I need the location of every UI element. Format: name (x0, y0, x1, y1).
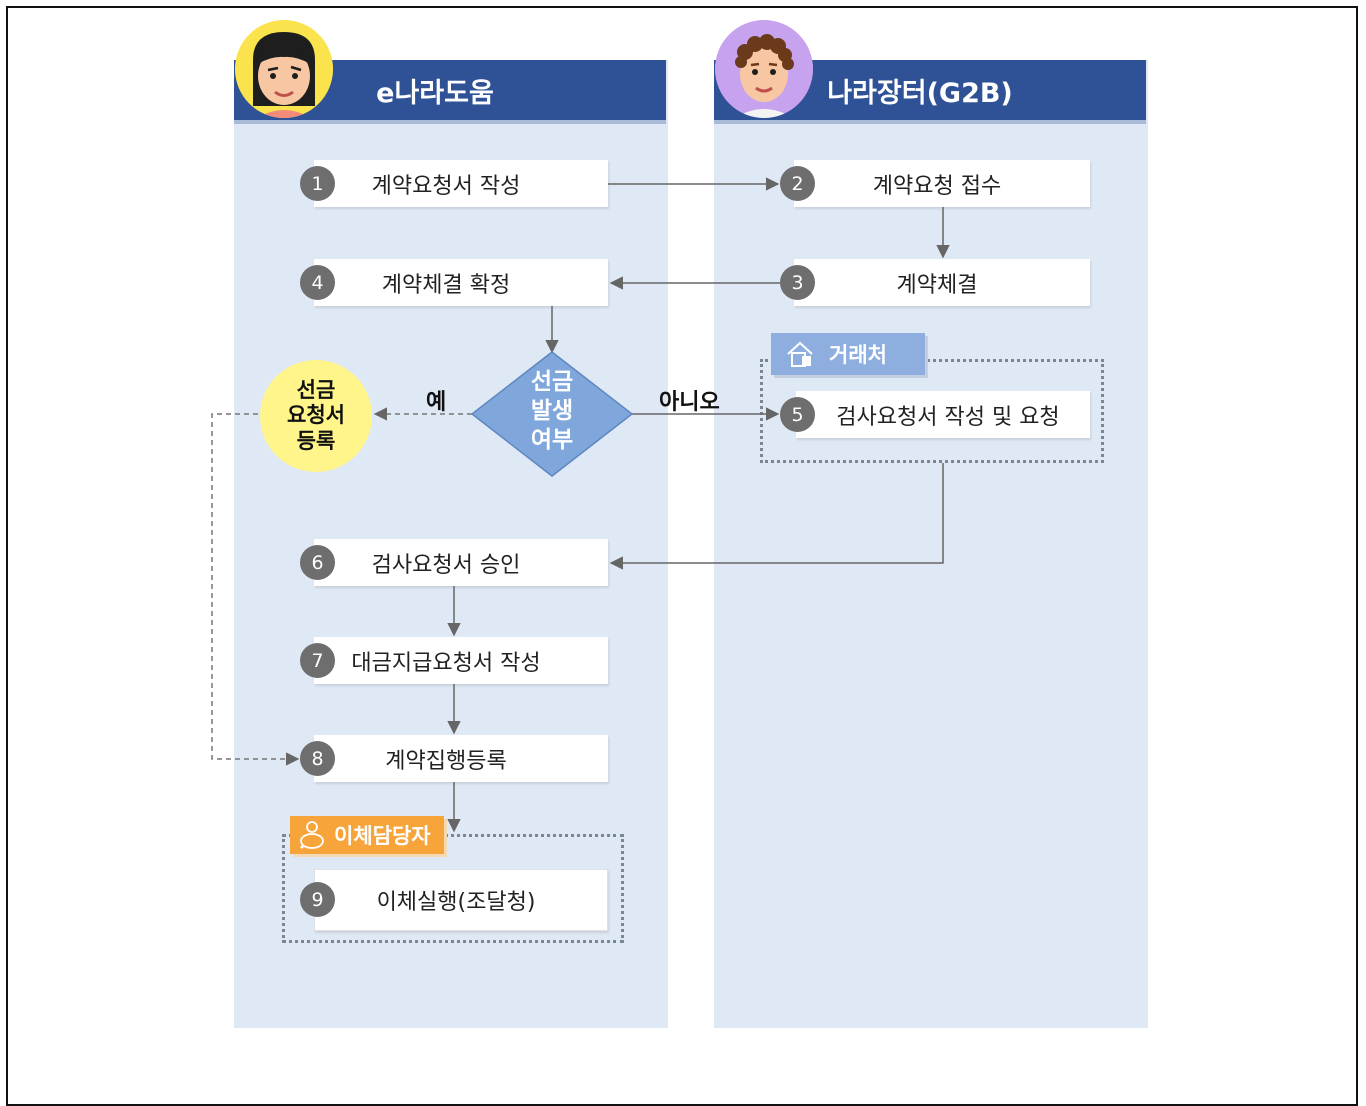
lane-header-e-nara-doum: e나라도움 (234, 60, 666, 124)
branch-no-label: 아니오 (659, 390, 720, 415)
step-2-label: 계약요청 접수 (872, 173, 1002, 199)
step-6-label: 검사요청서 승인 (371, 552, 521, 578)
step-7-label: 대금지급요청서 작성 (351, 650, 541, 676)
step-4-box: 계약체결 확정 (314, 259, 608, 306)
step-8-number: 8 (300, 741, 335, 776)
lane-title-e-nara-doum: e나라도움 (376, 77, 494, 109)
transfer-tag-label: 이체담당자 (334, 824, 431, 848)
step-9-label: 이체실행(조달청) (376, 890, 536, 915)
step-2-box: 계약요청 접수 (794, 160, 1090, 207)
building-icon (785, 340, 815, 368)
partner-tag: 거래처 (771, 333, 925, 375)
step-1-number: 1 (300, 166, 335, 201)
arrow-5-to-6 (609, 463, 944, 570)
lane-title-g2b: 나라장터(G2B) (827, 77, 1013, 109)
step-3-number: 3 (780, 265, 815, 300)
arrow-advance-to-8 (211, 413, 300, 766)
step-6-box: 검사요청서 승인 (314, 539, 608, 586)
decision-line-2: 발생 (530, 397, 574, 424)
step-8-box: 계약집행등록 (314, 735, 608, 782)
step-8-label: 계약집행등록 (385, 748, 507, 774)
advance-note-line-3: 등록 (296, 428, 336, 453)
advance-note-line-1: 선금 (296, 378, 336, 403)
decision-diamond (470, 351, 634, 477)
decision-line-1: 선금 (530, 369, 574, 395)
step-6-number: 6 (300, 545, 335, 580)
connectors (211, 177, 950, 833)
advance-payment-note: 선금 요청서 등록 (260, 360, 372, 472)
man-avatar-icon (715, 20, 813, 118)
step-9-box: 이체실행(조달청) (314, 869, 608, 931)
step-1-box: 계약요청서 작성 (314, 160, 608, 207)
partner-tag-label: 거래처 (829, 343, 887, 367)
step-7-box: 대금지급요청서 작성 (314, 637, 608, 684)
advance-note-line-2: 요청서 (287, 403, 345, 428)
partner-group (760, 359, 1104, 463)
step-5-box: 검사요청서 작성 및 요청 (796, 391, 1090, 438)
branch-yes-label: 예 (426, 390, 447, 415)
step-5-label: 검사요청서 작성 및 요청 (836, 404, 1060, 430)
step-9-number: 9 (300, 882, 335, 917)
woman-avatar-icon (235, 20, 333, 118)
piggy-bank-icon (298, 820, 326, 850)
step-2-number: 2 (780, 166, 815, 201)
decision-line-3: 여부 (530, 426, 574, 453)
transfer-tag: 이체담당자 (290, 816, 444, 854)
step-4-label: 계약체결 확정 (381, 272, 511, 298)
lane-g2b (714, 60, 1148, 1028)
step-3-box: 계약체결 (794, 259, 1090, 306)
step-4-number: 4 (300, 265, 335, 300)
step-3-label: 계약체결 (896, 272, 978, 298)
step-1-label: 계약요청서 작성 (371, 173, 521, 199)
decision-label: 선금 발생 여부 (502, 368, 602, 454)
transfer-group (282, 834, 624, 943)
step-7-number: 7 (300, 643, 335, 678)
step-5-number: 5 (780, 397, 815, 432)
